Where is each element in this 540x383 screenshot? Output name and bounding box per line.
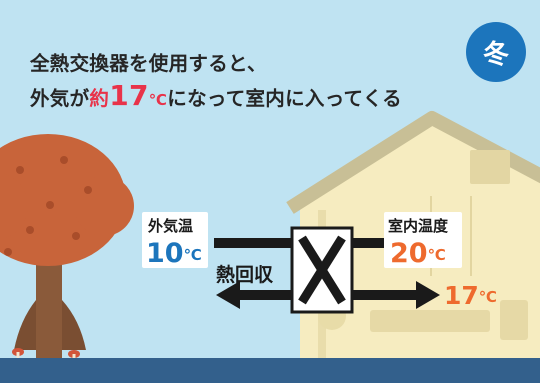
headline-line-2-post: になって室内に入ってくる [167,87,402,110]
outside-temp-label: 外気温 [148,217,194,235]
headline-accent-unit: ℃ [148,91,168,109]
exhaust-air-duct [238,290,292,300]
supply-temp-number: 17 [444,281,479,310]
headline-accent-word: 約 [89,87,110,110]
heat-recovery-label: 熱回収 [216,264,274,286]
heat-exchanger [214,226,440,314]
outside-label-backdrop [142,212,208,268]
supply-temp-unit: ℃ [478,288,497,306]
supply-air-duct [352,290,418,300]
headline-line-1: 全熱交換器を使用すると、 [30,52,267,75]
ground [0,358,540,383]
room-air-return-duct [352,238,390,248]
headline-accent-number: 17 [109,79,149,112]
headline-line-2-pre: 外気が [30,87,90,110]
outside-air-intake-duct [214,238,292,248]
season-badge: 冬 [466,22,526,82]
headline: 全熱交換器を使用すると、 外気が約17℃になって室内に入ってくる [30,48,402,116]
outside-temp-value: 10℃ [146,240,202,267]
outside-temp-number: 10 [146,238,184,269]
inside-label-backdrop [384,212,462,268]
exhaust-arrowhead [216,281,240,309]
outside-temp-unit: ℃ [183,246,202,264]
inside-temp-label: 室内温度 [388,217,449,235]
inside-temp-unit: ℃ [427,246,446,264]
tree-illustration [0,134,134,362]
supply-arrowhead [416,281,440,309]
inside-temp-value: 20℃ [390,240,446,267]
season-badge-text: 冬 [482,39,509,70]
inside-temp-number: 20 [390,238,428,269]
supply-temp-value: 17℃ [444,283,497,308]
headline-line-2: 外気が約17℃になって室内に入ってくる [30,80,402,116]
